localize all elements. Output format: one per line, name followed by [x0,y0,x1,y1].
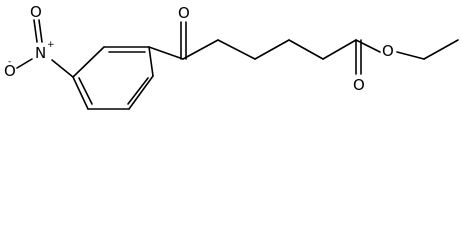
oxygen-minus-charge: - [8,57,11,67]
chain-bond [182,39,219,60]
nitro-oxygen-minus: O [4,62,16,80]
ketone-oxygen: O [178,4,190,22]
nitro-nitrogen: N [35,44,46,62]
n-o-double-bond [38,19,43,43]
ring-to-nitrogen-bond [51,59,74,78]
ester-group: O O [353,39,459,94]
c-o-ester-bond [355,39,381,53]
ester-oxygen: O [382,42,394,60]
nitrogen-plus-charge: + [47,40,55,50]
nitro-group: O N + O - [4,3,74,80]
o-ethyl-bond [396,51,425,60]
ring-bond [72,46,105,78]
ketone-group: O [148,4,190,60]
n-o-single-bond [16,58,33,69]
ring-bond [128,75,154,110]
ring-double-bond [78,77,93,105]
chain-bond [217,39,256,60]
alkyl-chain [182,39,357,60]
carbonyl-oxygen: O [353,76,365,94]
ethyl-bond [423,39,459,60]
chain-bond [322,39,357,60]
ring-bond [148,46,154,77]
ring-bond [72,76,89,110]
chain-bond [254,39,290,60]
n-o-double-bond [33,19,38,43]
benzene-ring [72,46,154,110]
chemical-structure: O N + O - O O O [4,3,459,110]
nitro-oxygen-top: O [30,3,42,21]
chain-bond [288,39,324,60]
ring-double-bond [127,77,149,105]
ring-to-carbonyl-bond [148,46,184,60]
